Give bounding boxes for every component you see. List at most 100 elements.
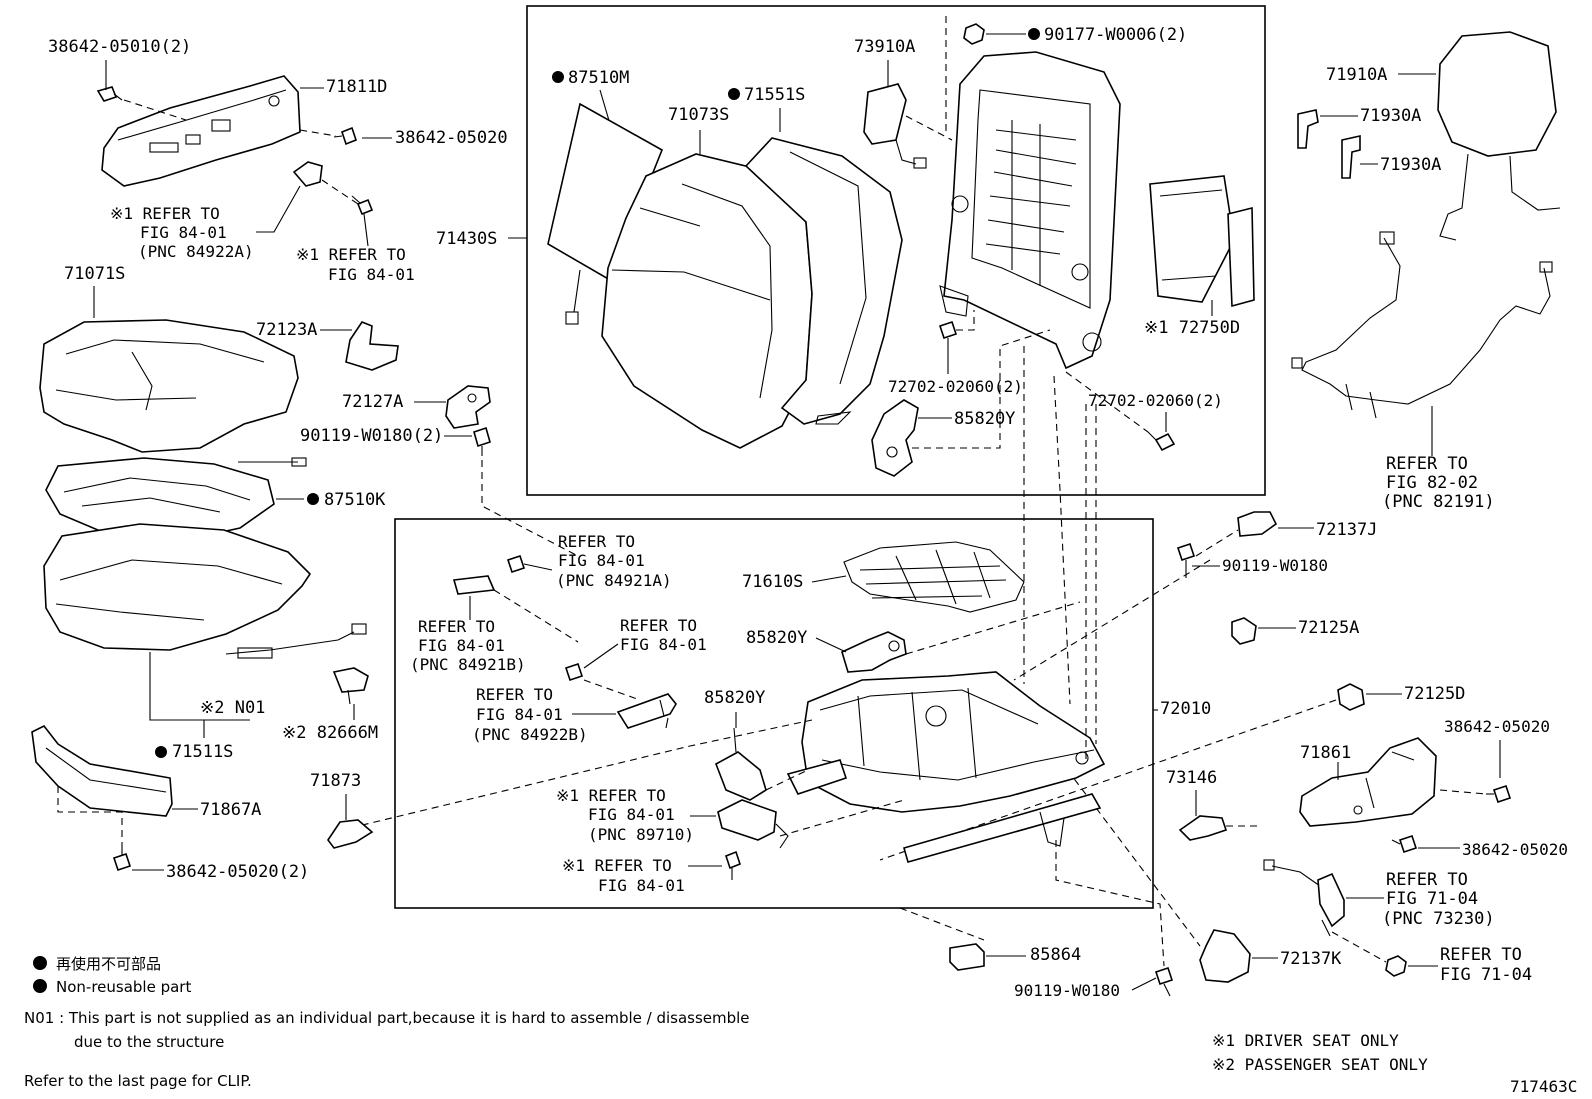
headrest-71910a[interactable] bbox=[1437, 31, 1561, 241]
bolt-72702-b[interactable] bbox=[1147, 431, 1176, 452]
bracket-73146[interactable] bbox=[1178, 815, 1228, 841]
switch-connector[interactable] bbox=[292, 161, 323, 187]
label-72125d: 72125D bbox=[1404, 684, 1465, 704]
label-refB-2: FIG 84-01 bbox=[418, 636, 505, 655]
label-38642-05020-a: 38642-05020 bbox=[395, 128, 508, 148]
label-72137k: 72137K bbox=[1280, 949, 1342, 969]
lumbar-switch-73910a[interactable] bbox=[863, 83, 927, 169]
label-refA-3: (PNC 84921A) bbox=[556, 571, 672, 590]
label-refC-2: FIG 84-01 bbox=[620, 635, 707, 654]
nut-90177[interactable] bbox=[963, 23, 985, 45]
bolt-90119-w0180-2[interactable] bbox=[473, 426, 491, 456]
label-73146: 73146 bbox=[1166, 768, 1217, 788]
motor-85820y-b[interactable] bbox=[841, 631, 907, 673]
label-ref1-b-1: ※1 REFER TO bbox=[296, 245, 406, 264]
switch-84921a[interactable] bbox=[452, 554, 526, 595]
label-refE-1: ※1 REFER TO bbox=[556, 786, 666, 805]
label-82666m: ※2 82666M bbox=[282, 723, 378, 743]
label-ref71b-1: REFER TO bbox=[1440, 945, 1522, 965]
back-heater-87510m[interactable] bbox=[547, 102, 664, 325]
motor-85820y-a[interactable] bbox=[871, 399, 919, 477]
seatbelt-buckle-73230[interactable] bbox=[1263, 859, 1345, 937]
sensor-n01[interactable] bbox=[225, 623, 367, 659]
screw-84-01-f[interactable] bbox=[725, 850, 741, 880]
bolt-38642-05010[interactable] bbox=[96, 86, 123, 102]
label-71430s: 71430S bbox=[436, 229, 497, 249]
label-refE-2: FIG 84-01 bbox=[588, 805, 675, 824]
label-38642-05020-2: 38642-05020(2) bbox=[166, 862, 309, 882]
bolt-38642-05020-top[interactable] bbox=[333, 126, 357, 146]
seat-cushion-cover-71071s[interactable] bbox=[39, 319, 299, 453]
label-71073s: 71073S bbox=[668, 105, 729, 125]
bolt-38642-05020-b[interactable] bbox=[1486, 784, 1512, 804]
clip-82666m[interactable] bbox=[332, 667, 369, 705]
lumbar-support-72750d[interactable] bbox=[1149, 175, 1255, 308]
label-72127a: 72127A bbox=[342, 392, 403, 412]
label-71930a-b: 71930A bbox=[1380, 155, 1441, 175]
label-71910a: 71910A bbox=[1326, 65, 1387, 85]
label-38642-05020-b: 38642-05020 bbox=[1444, 717, 1550, 736]
bracket-72123a[interactable] bbox=[345, 321, 399, 371]
label-71511s: 71511S bbox=[172, 742, 233, 762]
non-reusable-bullet-icon bbox=[728, 88, 740, 100]
non-reusable-bullet-icon bbox=[155, 746, 167, 758]
label-ref71b-2: FIG 71-04 bbox=[1440, 965, 1532, 985]
screw-84-01-c[interactable] bbox=[564, 662, 584, 682]
label-ref82-1: REFER TO bbox=[1386, 454, 1468, 474]
ecu-89710[interactable] bbox=[717, 799, 789, 849]
label-85864: 85864 bbox=[1030, 945, 1081, 965]
seat-cushion-pad-71511s[interactable] bbox=[43, 523, 312, 651]
seat-spring-71610s[interactable] bbox=[843, 541, 1025, 613]
label-ref82-3: (PNC 82191) bbox=[1382, 492, 1495, 512]
legend-bullet-icon bbox=[33, 979, 47, 993]
legend-non-reusable-en: Non-reusable part bbox=[56, 978, 191, 996]
label-refC-1: REFER TO bbox=[620, 616, 697, 635]
diagram-id: 717463C bbox=[1510, 1077, 1577, 1096]
screw-small[interactable] bbox=[351, 195, 374, 216]
cover-72137j[interactable] bbox=[1237, 511, 1278, 537]
label-85820y-b: 85820Y bbox=[746, 628, 807, 648]
label-refE-3: (PNC 89710) bbox=[588, 825, 694, 844]
module-84922b[interactable] bbox=[616, 693, 677, 729]
seatback-frame[interactable] bbox=[939, 51, 1121, 370]
guide-71930a-a[interactable] bbox=[1297, 109, 1319, 149]
label-ref1-a-2: FIG 84-01 bbox=[140, 223, 227, 242]
front-cover-71867a[interactable] bbox=[31, 724, 173, 817]
side-cover-71861[interactable] bbox=[1299, 737, 1437, 827]
label-ref1-a-1: ※1 REFER TO bbox=[110, 204, 220, 223]
bolt-38642-05020-c[interactable] bbox=[1391, 834, 1418, 854]
label-71861: 71861 bbox=[1300, 743, 1351, 763]
label-refA-2: FIG 84-01 bbox=[558, 551, 645, 570]
wire-harness-82191[interactable] bbox=[1291, 231, 1553, 419]
connector-85864[interactable] bbox=[949, 943, 985, 971]
cover-72137k[interactable] bbox=[1199, 929, 1251, 983]
label-38642-05010: 38642-05010(2) bbox=[48, 37, 191, 57]
label-refB-1: REFER TO bbox=[418, 617, 495, 636]
seat-adjuster-72010[interactable] bbox=[786, 671, 1106, 863]
clip-72125a[interactable] bbox=[1231, 617, 1257, 645]
bolt-90119-w0180-a[interactable] bbox=[1176, 542, 1196, 578]
nut-71-04[interactable] bbox=[1385, 955, 1407, 977]
label-72123a: 72123A bbox=[256, 320, 317, 340]
side-cover-71811d[interactable] bbox=[101, 75, 301, 187]
guide-71930a-b[interactable] bbox=[1341, 135, 1361, 179]
label-ref71-3: (PNC 73230) bbox=[1382, 909, 1495, 929]
label-ref1-a-3: (PNC 84922A) bbox=[138, 242, 254, 261]
seat-heater-pad-87510k[interactable] bbox=[45, 457, 307, 543]
legend-n01-line1: N01 : This part is not supplied as an in… bbox=[24, 1009, 750, 1027]
clip-72125d[interactable] bbox=[1337, 683, 1365, 711]
legend-clip-note: Refer to the last page for CLIP. bbox=[24, 1072, 252, 1090]
seatback-pad-71551s[interactable] bbox=[744, 137, 903, 425]
bolt-90119-w0180-b[interactable] bbox=[1154, 966, 1174, 997]
legend-bullet-icon bbox=[33, 956, 47, 970]
bolt-72702-a[interactable] bbox=[938, 320, 958, 340]
bracket-72127a[interactable] bbox=[445, 385, 491, 429]
label-87510k: 87510K bbox=[324, 490, 386, 510]
bolt-38642-05020-2[interactable] bbox=[112, 848, 132, 872]
label-n01: ※2 N01 bbox=[200, 698, 265, 718]
label-72010: 72010 bbox=[1160, 699, 1211, 719]
bracket-71873[interactable] bbox=[327, 819, 374, 849]
label-72702-b: 72702-02060(2) bbox=[1088, 391, 1223, 410]
label-71811d: 71811D bbox=[326, 77, 387, 97]
